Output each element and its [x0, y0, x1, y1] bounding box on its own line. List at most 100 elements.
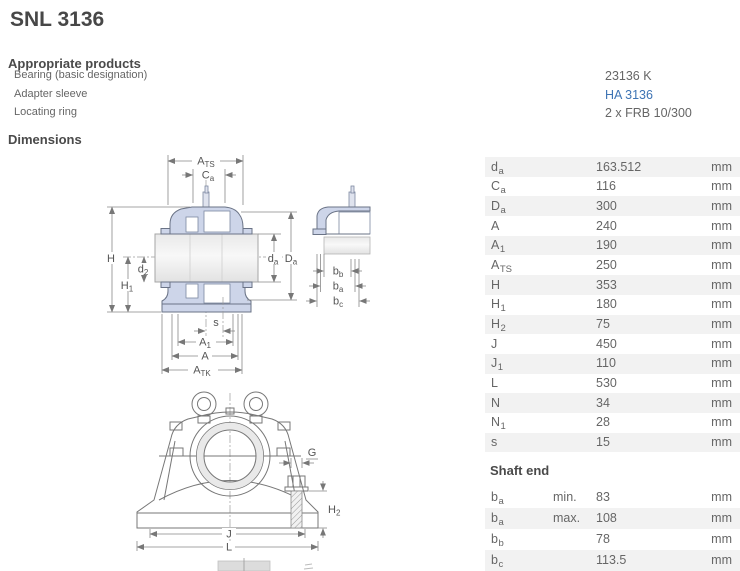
grease-fitting: [225, 407, 235, 415]
table-row: H1 180 mm: [485, 295, 740, 315]
table-row: L 530 mm: [485, 374, 740, 394]
table-row: ba min. 83 mm: [485, 487, 740, 508]
eye-bolt: [191, 391, 217, 424]
dim-unit: mm: [711, 435, 732, 450]
dim-value: 113.5: [596, 552, 627, 567]
table-row: H2 75 mm: [485, 314, 740, 335]
dim-label-H1: H1: [121, 280, 134, 294]
dim-label-ATK: ATK: [193, 365, 211, 379]
table-row: Ca 116 mm: [485, 177, 740, 197]
shaft-end-table: ba min. 83 mm ba max. 108 mm bb 78 mm bc…: [485, 487, 740, 571]
dim-unit: mm: [711, 159, 732, 174]
dim-symbol: J1: [491, 356, 504, 374]
table-row: da 163.512 mm: [485, 157, 740, 177]
grease-nipple: [348, 185, 356, 208]
dimensions-table: da 163.512 mm Ca 116 mm Da 300 mm A 240 …: [485, 157, 740, 453]
dim-label-A1: A1: [199, 337, 211, 351]
table-row: J1 110 mm: [485, 353, 740, 374]
dim-symbol: H2: [491, 317, 506, 334]
dim-unit: mm: [711, 198, 732, 213]
page-title: SNL 3136: [10, 8, 105, 31]
cutoff-figure: [217, 558, 314, 571]
table-row: J 450 mm: [485, 334, 740, 354]
dim-label-G: G: [308, 447, 317, 459]
dim-qualifier: max.: [553, 510, 581, 525]
adapter-sleeve-link[interactable]: HA 3136: [605, 87, 653, 102]
dim-value: 34: [596, 395, 610, 410]
appropriate-products-table: Bearing (basic designation) 23136 K Adap…: [8, 67, 732, 123]
dim-label-H2: H2: [328, 504, 341, 518]
shaft-end-view: bb ba bc: [306, 185, 371, 310]
dim-value: 300: [596, 198, 617, 213]
dim-unit: mm: [711, 376, 732, 391]
dim-label-Ca: Ca: [202, 170, 215, 184]
grease-nipple: [202, 185, 210, 208]
shaft-end-heading: Shaft end: [490, 463, 550, 478]
dim-unit: mm: [711, 257, 732, 272]
table-row: Adapter sleeve HA 3136: [8, 86, 732, 105]
dimension-drawing: ATS Ca H H1 d2: [105, 155, 371, 571]
shaft: [154, 233, 259, 283]
dim-value: 83: [596, 489, 610, 504]
dim-value: 240: [596, 218, 617, 233]
dim-value: 450: [596, 336, 617, 351]
table-row: s 15 mm: [485, 432, 740, 453]
dim-symbol: N1: [491, 415, 506, 433]
dim-symbol: Da: [491, 198, 506, 216]
dimensions-heading: Dimensions: [8, 132, 82, 147]
dim-unit: mm: [711, 336, 732, 351]
dim-value: 163.512: [596, 159, 642, 174]
dim-value: 28: [596, 415, 610, 430]
dim-unit: mm: [711, 531, 732, 546]
dim-unit: mm: [711, 218, 732, 233]
dim-unit: mm: [711, 552, 732, 567]
product-value: 23136 K: [605, 69, 652, 83]
housing-front-view: G H2 J L: [136, 391, 341, 554]
table-row: Locating ring 2 x FRB 10/300: [8, 104, 732, 123]
dim-unit: mm: [711, 395, 732, 410]
dim-value: 353: [596, 277, 617, 292]
dim-qualifier: min.: [553, 489, 577, 504]
dim-unit: mm: [711, 179, 732, 194]
dim-symbol: L: [491, 376, 498, 391]
dim-symbol: ATS: [491, 257, 512, 275]
dim-label-bb: bb: [333, 266, 344, 280]
dim-unit: mm: [711, 317, 732, 331]
dim-symbol: A1: [491, 238, 506, 256]
product-label: Locating ring: [14, 106, 77, 118]
housing-cap-partial: [316, 206, 371, 235]
dim-value: 15: [596, 435, 610, 450]
table-row: A1 190 mm: [485, 235, 740, 256]
table-row: ba max. 108 mm: [485, 508, 740, 529]
dim-label-L: L: [226, 542, 232, 554]
dim-unit: mm: [711, 297, 732, 312]
dim-symbol: ba: [491, 489, 504, 507]
dim-unit: mm: [711, 356, 732, 371]
dim-label-J: J: [226, 529, 232, 541]
housing-section-view: ATS Ca H H1 d2: [105, 155, 300, 378]
dim-value: 530: [596, 376, 617, 391]
dim-value: 180: [596, 297, 617, 312]
dim-label-ba: ba: [333, 281, 344, 295]
dim-label-Da: Da: [285, 253, 298, 267]
dim-symbol: N: [491, 395, 501, 410]
table-row: N 34 mm: [485, 393, 740, 413]
table-row: bb 78 mm: [485, 529, 740, 550]
dim-symbol: H: [491, 277, 501, 292]
dim-label-s: s: [213, 317, 219, 329]
dim-symbol: bc: [491, 552, 504, 570]
product-value: 2 x FRB 10/300: [605, 106, 692, 120]
eye-bolt: [243, 391, 269, 424]
dim-unit: mm: [711, 489, 732, 504]
table-row: H 353 mm: [485, 275, 740, 295]
dim-label-bc: bc: [333, 296, 343, 310]
product-label: Bearing (basic designation): [14, 69, 148, 81]
dim-value: 116: [596, 179, 616, 194]
attachment-bolt: [284, 475, 309, 529]
table-row: Da 300 mm: [485, 196, 740, 217]
dim-value: 110: [596, 356, 616, 371]
appropriate-products-heading: Appropriate products: [8, 56, 141, 71]
dim-symbol: bb: [491, 531, 504, 549]
dim-unit: mm: [711, 238, 732, 253]
